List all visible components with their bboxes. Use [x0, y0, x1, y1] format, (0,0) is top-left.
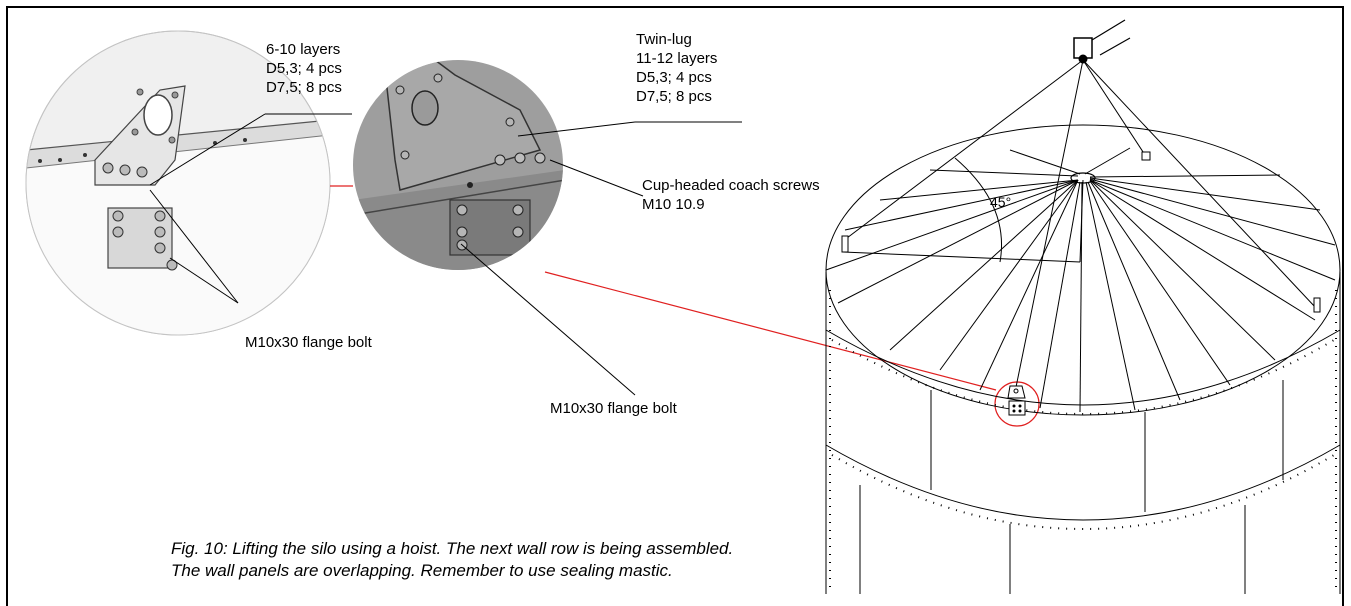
label-twin-lug-line1: Twin-lug	[636, 31, 692, 48]
label-6-10-layers-line2: D5,3; 4 pcs	[266, 60, 342, 77]
label-angle: 45°	[990, 194, 1012, 210]
detail-circle-twin-lug	[353, 60, 563, 270]
detail-circle-6-10-layers	[25, 30, 331, 336]
label-coach-screws-line1: Cup-headed coach screws	[642, 177, 820, 194]
label-6-10-layers: 6-10 layers D5,3; 4 pcs D7,5; 8 pcs	[266, 40, 342, 97]
callout-link-silo	[544, 271, 997, 391]
figure-frame	[6, 6, 1344, 606]
label-flange-bolt-left: M10x30 flange bolt	[245, 334, 372, 351]
silo-illustration	[825, 19, 1341, 594]
label-coach-screws-line2: M10 10.9	[642, 196, 705, 213]
hoist-hook	[1073, 19, 1131, 64]
silo-lifting-lug	[1007, 385, 1026, 399]
label-flange-bolt-center: M10x30 flange bolt	[550, 400, 677, 417]
label-twin-lug-line4: D7,5; 8 pcs	[636, 88, 712, 105]
figure-caption: Fig. 10: Lifting the silo using a hoist.…	[171, 539, 734, 580]
label-coach-screws: Cup-headed coach screws M10 10.9	[642, 176, 820, 214]
label-twin-lug-line2: 11-12 layers	[636, 50, 718, 67]
label-6-10-layers-line3: D7,5; 8 pcs	[266, 79, 342, 96]
label-twin-lug-line3: D5,3; 4 pcs	[636, 69, 712, 86]
label-twin-lug: Twin-lug 11-12 layers D5,3; 4 pcs D7,5; …	[636, 30, 717, 106]
leader-lines	[149, 113, 742, 396]
label-6-10-layers-line1: 6-10 layers	[266, 41, 341, 58]
